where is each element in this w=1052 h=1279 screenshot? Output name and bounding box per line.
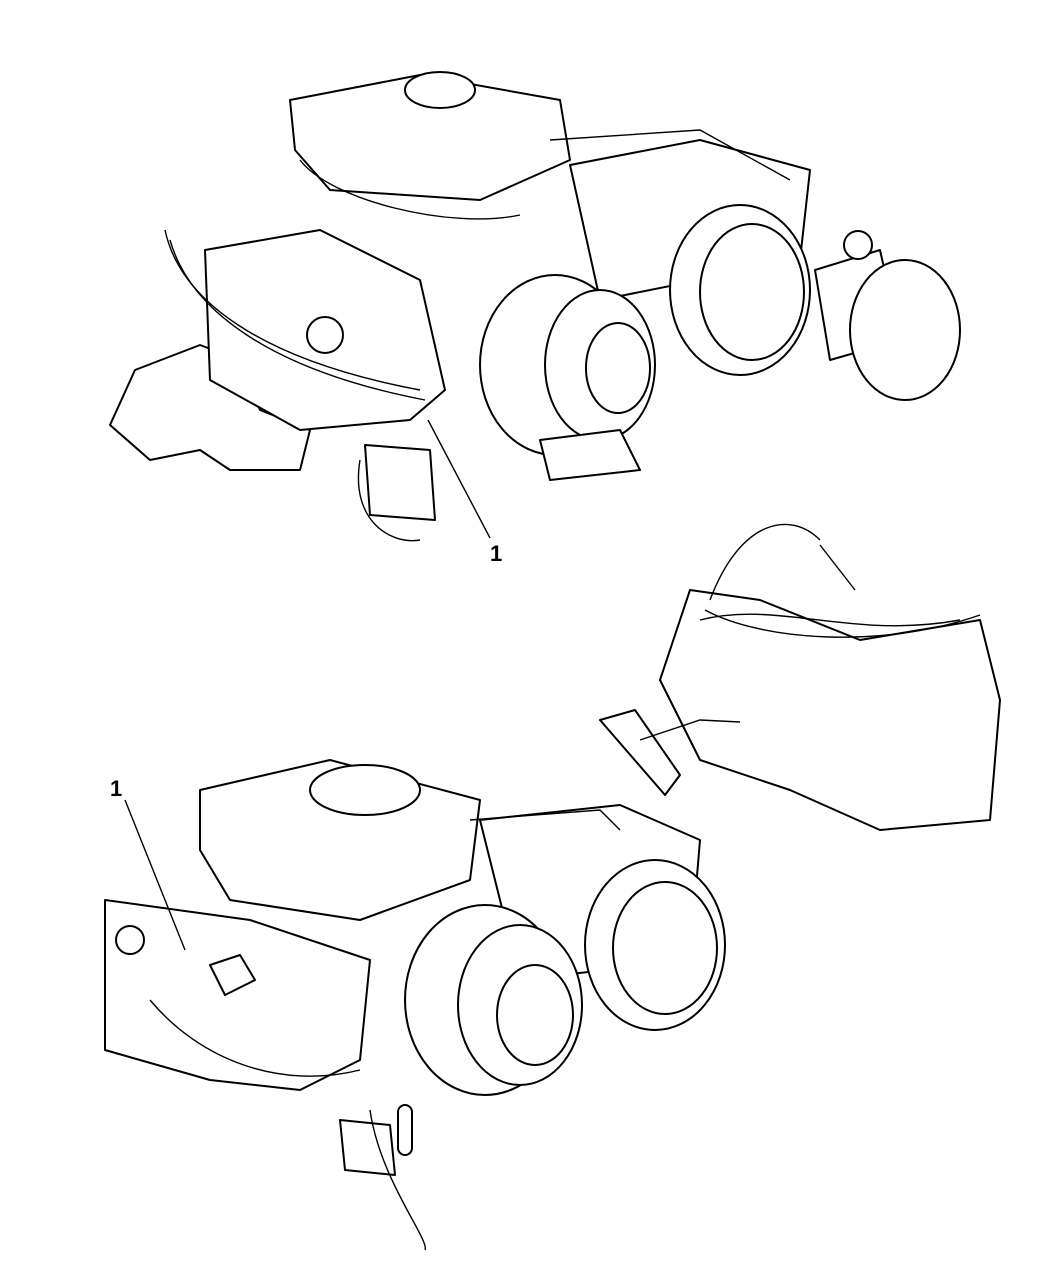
lower-leader-line — [124, 799, 186, 951]
upper-leader-line — [427, 419, 491, 539]
lower-engine-callout: 1 — [110, 776, 123, 801]
upper-engine-assembly — [109, 71, 961, 542]
transmission-assembly — [599, 523, 1001, 831]
upper-engine-callout: 1 — [490, 541, 503, 566]
lower-engine-assembly — [104, 759, 726, 1251]
